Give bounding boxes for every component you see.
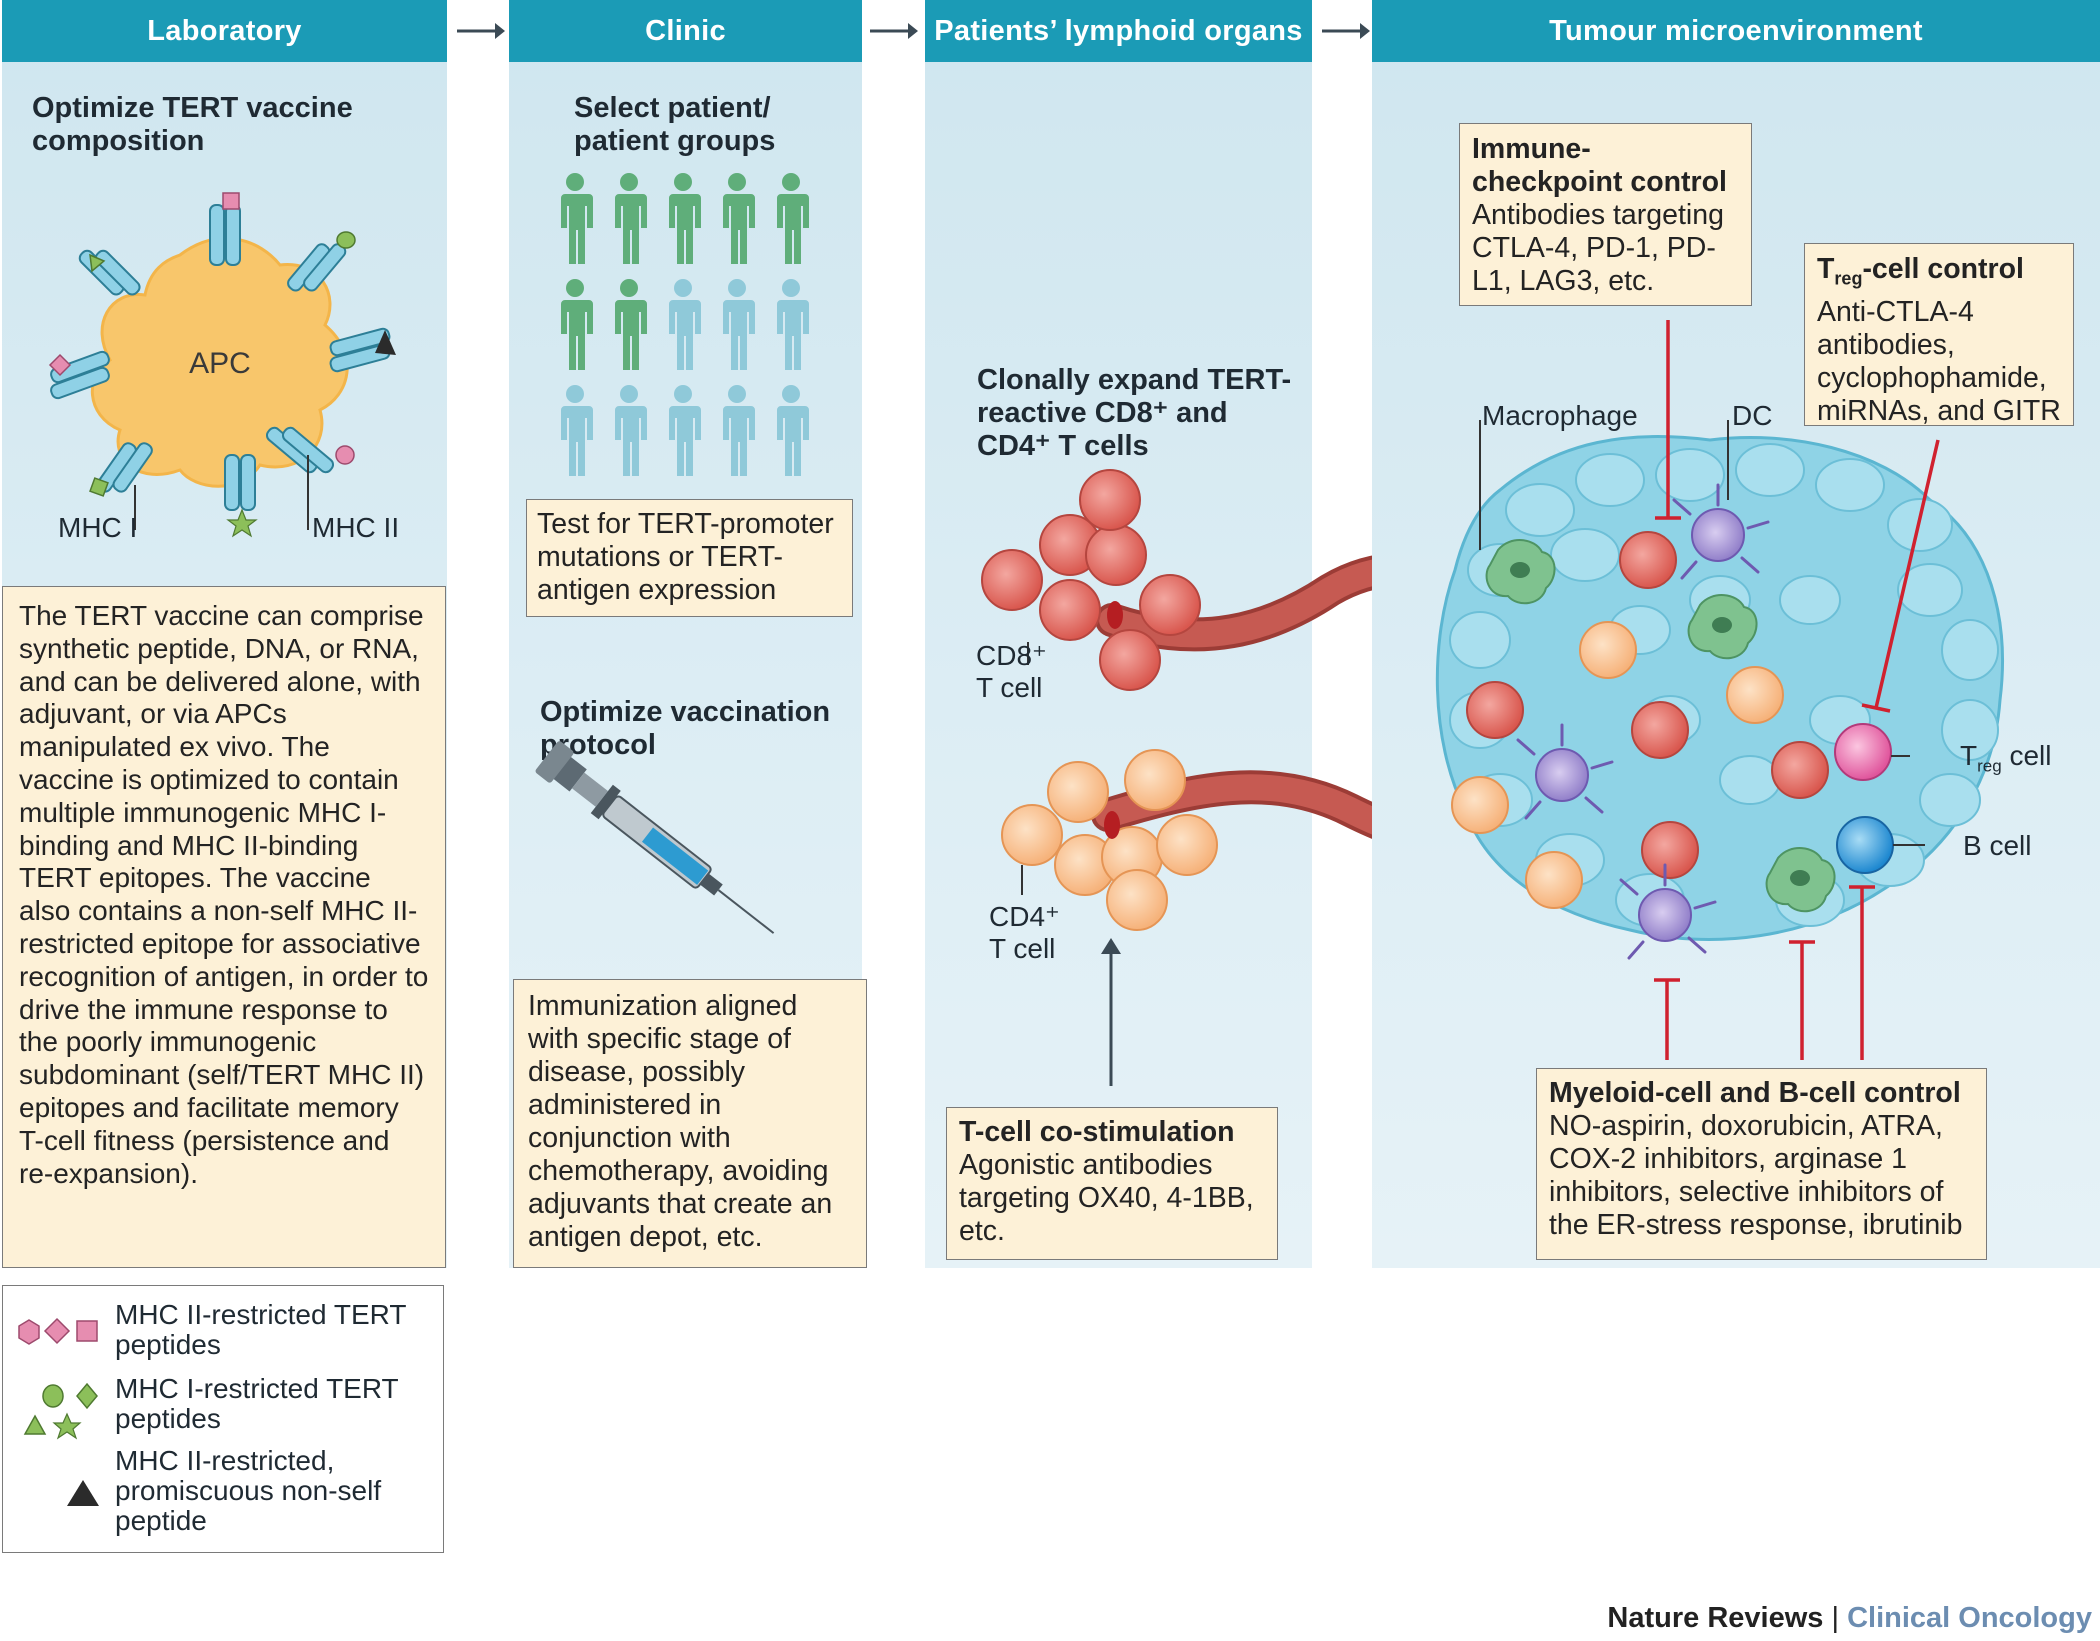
cd8-cell-cluster [981, 469, 1201, 691]
test-note-text: Test for TERT-promoter mutations or TERT… [537, 508, 834, 606]
nonself-peptide-legend-icon [67, 1480, 99, 1506]
protocol-heading: Optimize vaccination protocol [540, 696, 831, 761]
syringe-icon [535, 741, 775, 934]
tumour-header: Tumour microenvironment [1372, 0, 2100, 62]
bound-peptides [48, 192, 396, 538]
myeloid-bcell-note: Myeloid-cell and B-cell control NO-aspir… [1536, 1068, 1987, 1260]
b-cell [1836, 816, 1894, 874]
treg-cell [1834, 723, 1892, 781]
costim-note: T-cell co-stimulation Agonistic antibodi… [946, 1107, 1278, 1260]
journal-name: Nature Reviews [1607, 1602, 1824, 1634]
tumour-illustration [1435, 320, 2004, 1060]
treg-note: Treg-cell control Anti-CTLA-4 antibodies… [1804, 243, 2074, 427]
costim-title: T-cell co-stimulation [959, 1116, 1235, 1148]
checkpoint-note: Immune-checkpoint control Antibodies tar… [1459, 123, 1752, 306]
tumour-cd8-cells [1466, 531, 1829, 879]
myeloid-title: Myeloid-cell and B-cell control [1549, 1077, 1961, 1109]
legend-item-nonself: MHC II-restricted, promiscuous non-self … [115, 1445, 382, 1536]
costim-body: Agonistic antibodies targeting OX40, 4-1… [959, 1149, 1254, 1247]
costim-arrow [1101, 938, 1121, 1086]
journal-section: Clinical Oncology [1847, 1602, 2092, 1634]
myeloid-body: NO-aspirin, doxorubicin, ATRA, COX-2 inh… [1549, 1110, 1963, 1241]
dendritic-cells [1535, 508, 1745, 942]
legend-item-mhc2: MHC II-restricted TERT peptides [115, 1299, 406, 1360]
mhc2-peptide-legend-icon [18, 1317, 98, 1345]
green-patients [561, 173, 809, 370]
lymphoid-header: Patients’ lymphoid organs [925, 0, 1312, 62]
lab-description-text: The TERT vaccine can comprise synthetic … [19, 600, 429, 1189]
clonal-expansion-heading: Clonally expand TERT-reactive CD8⁺ and C… [977, 364, 1292, 462]
lab-heading: Optimize TERT vaccine composition [32, 92, 353, 157]
inhibition-lines [1654, 320, 1940, 1060]
journal-footer: Nature Reviews | Clinical Oncology [1607, 1602, 2092, 1634]
test-note: Test for TERT-promoter mutations or TERT… [526, 499, 853, 617]
mhc2-label: MHC II [312, 512, 400, 543]
immunization-note-text: Immunization aligned with specific stage… [528, 990, 833, 1253]
cd4-label: CD4⁺ T cell [989, 901, 1060, 964]
legend-item-mhc1: MHC I-restricted TERT peptides [115, 1373, 399, 1434]
dc-label: DC [1732, 400, 1773, 431]
macrophage-label: Macrophage [1482, 400, 1638, 431]
clinic-header: Clinic [509, 0, 862, 62]
mhc1-peptide-legend-icon [23, 1382, 98, 1440]
b-cell-label: B cell [1963, 830, 2032, 861]
apc-illustration: APC [48, 192, 396, 538]
patient-groups-illustration [561, 173, 809, 476]
legend: MHC II-restricted TERT peptides MHC I-re… [2, 1285, 444, 1553]
cd8-label: CD8⁺ T cell [976, 640, 1047, 703]
treg-body: Anti-CTLA-4 antibodies, cyclophophamide,… [1817, 295, 2061, 427]
cd4-cell-cluster [1001, 749, 1218, 931]
mhc-receptors [50, 204, 391, 511]
treg-title: Treg-cell control [1817, 253, 2024, 289]
select-patient-heading: Select patient/ patient groups [574, 92, 776, 157]
treg-cell-label: Treg cell [1960, 740, 2052, 776]
apc-label: APC [189, 347, 251, 380]
lab-description-note: The TERT vaccine can comprise synthetic … [2, 586, 446, 1268]
arrow-lab-to-clinic [457, 23, 505, 39]
tumour-cd4-cells [1451, 621, 1784, 909]
arrow-clinic-to-lymphoid [870, 23, 918, 39]
blue-patients [561, 279, 809, 476]
laboratory-header: Laboratory [2, 0, 447, 62]
checkpoint-title: Immune-checkpoint control [1472, 133, 1727, 198]
immunization-note: Immunization aligned with specific stage… [513, 979, 867, 1268]
arrow-lymphoid-to-tumour [1322, 23, 1370, 39]
checkpoint-body: Antibodies targeting CTLA-4, PD-1, PD-L1… [1472, 199, 1724, 297]
mhc1-label: MHC I [58, 512, 138, 543]
